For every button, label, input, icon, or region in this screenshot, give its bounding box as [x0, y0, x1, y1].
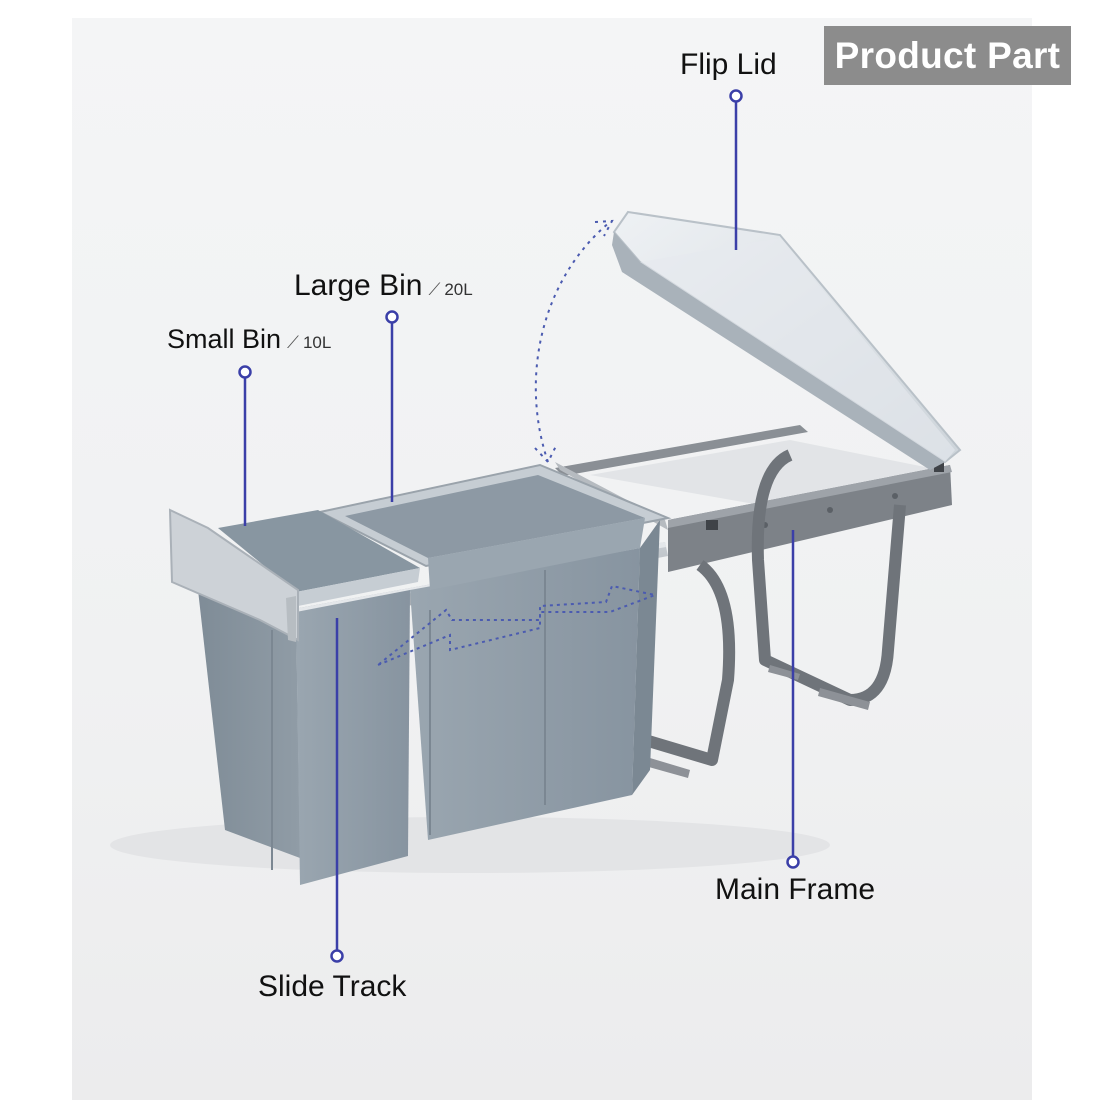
main-frame-shape — [555, 425, 952, 778]
small-bin-capacity: 10L — [302, 333, 332, 352]
main-frame-text: Main Frame — [715, 873, 876, 906]
callout-lines — [238, 89, 800, 963]
small-bin-separator: ⟋ — [287, 333, 299, 352]
flip-lid-text: Flip Lid — [680, 48, 777, 81]
main-frame-label: Main Frame — [715, 875, 875, 905]
product-part-badge: Product Part — [824, 26, 1071, 85]
slide-track-text: Slide Track — [258, 970, 407, 1003]
slide-direction-arrow — [377, 584, 659, 666]
flip-lid-shape — [612, 210, 962, 470]
large-bin-capacity: 20L — [444, 280, 473, 299]
small-bin-label: Small Bin ⟋10L — [167, 326, 331, 353]
flip-lid-label: Flip Lid — [680, 50, 777, 80]
small-bin-text: Small Bin — [167, 324, 282, 354]
large-bin-label: Large Bin ⟋20L — [294, 271, 473, 301]
slide-track-label: Slide Track — [258, 972, 406, 1002]
lid-swing-arrow — [534, 219, 614, 464]
large-bin-text: Large Bin — [294, 269, 423, 302]
large-bin-separator: ⟋ — [428, 280, 441, 299]
small-bin-shape — [168, 508, 420, 885]
